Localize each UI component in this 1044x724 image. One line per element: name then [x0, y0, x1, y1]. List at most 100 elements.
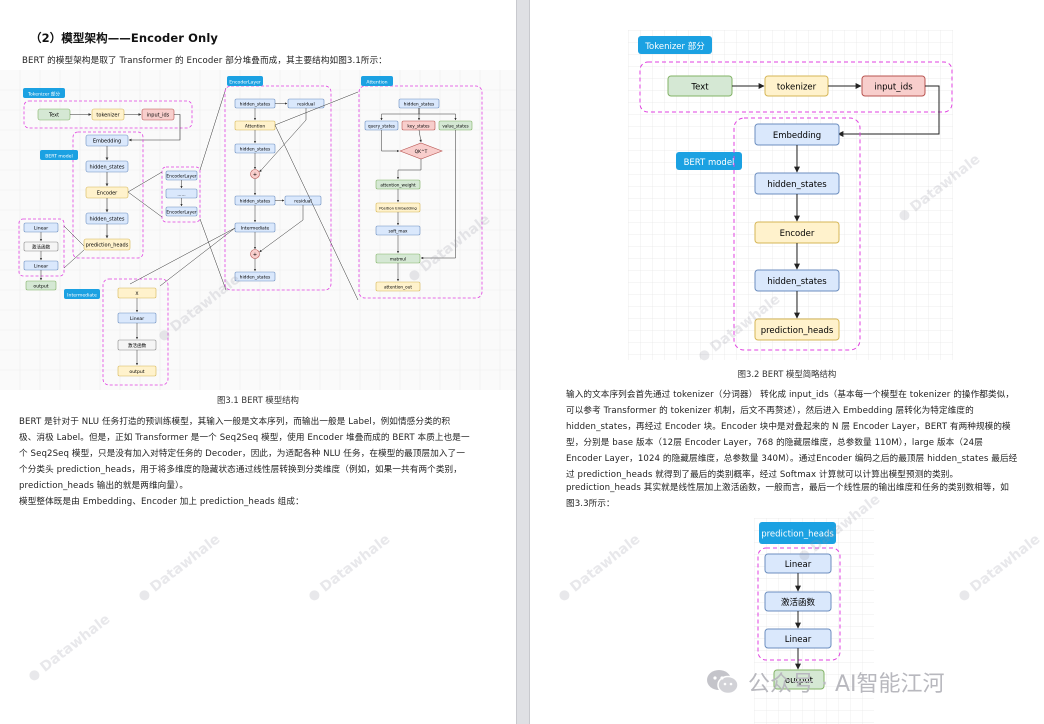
- att-hidden-states-label: hidden_states: [404, 102, 435, 108]
- intro-text: BERT 的模型架构是取了 Transformer 的 Encoder 部分堆叠…: [22, 56, 387, 66]
- para1-line: prediction_heads 输出的就是两维向量）。: [19, 481, 189, 491]
- encoder-layer-title: [227, 76, 263, 86]
- int-output: [117, 365, 157, 377]
- fig33-activation-label: 激活函数: [781, 597, 816, 608]
- int-output-label: output: [129, 369, 144, 375]
- right-paragraph-1: 输入的文本序列会首先通过 tokenizer（分词器） 转化成 input_id…: [566, 387, 1017, 483]
- att-value-states-label: value_states: [442, 124, 468, 129]
- wechat-icon: [706, 668, 740, 696]
- fig33-title: [759, 522, 836, 544]
- para-line: 输入的文本序列会首先通过 tokenizer（分词器） 转化成 input_id…: [566, 390, 1015, 400]
- intermediate-title-text: Intermediate: [67, 293, 97, 299]
- encoder-layer-1-label: EncoderLayer: [166, 174, 196, 180]
- attention-title: [361, 76, 393, 86]
- fig32-embedding-label: Embedding: [773, 131, 821, 141]
- el-attention-label: Attention: [245, 124, 265, 130]
- fig32-bert-title: [676, 152, 742, 170]
- fig32-tokenizer-title-text: Tokenizer 部分: [644, 41, 705, 52]
- fig32-hidden-states-2-label: hidden_states: [767, 277, 827, 287]
- tok-group-title-text: Tokenizer 部分: [27, 91, 61, 98]
- tok-group-title: [23, 88, 65, 98]
- bert-model-title: [40, 150, 78, 160]
- fig33-linear-1-label: Linear: [785, 560, 812, 570]
- prediction-heads-node-label: prediction_heads: [86, 243, 129, 249]
- figure-3-1-caption: 图3.1 BERT 模型结构: [217, 395, 299, 405]
- hidden-states-node-2-label: hidden_states: [90, 217, 125, 223]
- encoder-layer-2-label: EncoderLayer: [166, 210, 196, 216]
- att-attention-out: [375, 281, 421, 292]
- el-hidden-states-out: [234, 271, 276, 282]
- figure-3-2: Tokenizer 部分 Text tokenizer input_ids BE…: [628, 30, 953, 360]
- att-attention-out-label: attention_out: [384, 285, 412, 290]
- ph-output-label: output: [33, 284, 48, 290]
- int-x-label: X: [135, 291, 138, 297]
- att-soft-max-label: soft_max: [388, 229, 408, 234]
- ph-linear-1-label: Linear: [34, 226, 48, 232]
- el-add-2-label: +: [253, 252, 257, 258]
- el-hidden-states-2-label: hidden_states: [240, 147, 271, 153]
- footer-brand: 公众号 · AI智能江河: [706, 666, 945, 698]
- right-paragraph-2: prediction_heads 其实就是线性层加上激活函数，一般而言，最后一个…: [566, 480, 1009, 512]
- section-heading: （2）模型架构——Encoder Only: [30, 31, 218, 45]
- el-add-1-label: +: [253, 172, 257, 178]
- para1-line: 个分类头 prediction_heads，用于将多维度的隐藏状态通过线性层转换…: [19, 465, 462, 475]
- el-hidden-states-in-label: hidden_states: [240, 102, 271, 108]
- int-activation-label: 激活函数: [128, 342, 147, 349]
- fig32-encoder-label: Encoder: [780, 229, 815, 239]
- intermediate-title: [64, 289, 100, 299]
- fig32-text-label: Text: [690, 83, 709, 93]
- fig33-title-text: prediction_heads: [761, 530, 834, 540]
- para-line: 型，分别是 base 版本（12层 Encoder Layer，768 的隐藏层…: [566, 438, 983, 448]
- para-line: 可以参考 Transformer 的 tokenizer 机制，后文不再赘述），…: [566, 406, 974, 416]
- left-paragraph-1: BERT 是针对于 NLU 任务打造的预训练模型，其输入一般是文本序列，而输出一…: [19, 414, 470, 494]
- att-matmul-label: matmul: [390, 257, 406, 262]
- prediction-heads-node: [83, 238, 131, 251]
- fig32-hidden-states-1-label: hidden_states: [767, 180, 827, 190]
- text-node-label: Text: [48, 113, 59, 119]
- att-qkt-diamond: [399, 142, 443, 160]
- el-hidden-states-3-label: hidden_states: [240, 199, 271, 205]
- para-line: Encoder Layer，1024 的隐藏层维度，总参数量 340M）。通过E…: [566, 454, 1018, 464]
- input-ids-node-label: input_ids: [147, 113, 170, 119]
- fig32-input-ids-label: input_ids: [874, 83, 913, 93]
- para-line: 图3.3所示：: [566, 499, 615, 509]
- att-position-embedding-label: Position Embedding: [379, 206, 417, 211]
- encoder-layer-dots-label: ......: [177, 193, 185, 198]
- footer-channel: 公众号 · AI智能江河: [748, 672, 945, 697]
- left-paragraph-2: 模型整体既是由 Embedding、Encoder 加上 prediction_…: [19, 497, 304, 507]
- fig33-linear-2-label: Linear: [785, 635, 812, 645]
- fig33-output-label: output: [785, 676, 814, 686]
- encoder-layer-title-text: EncoderLayer: [229, 80, 261, 86]
- para-line: hidden_states，再经过 Encoder 块。Encoder 块中是对…: [566, 422, 1011, 432]
- el-hidden-states-out-label: hidden_states: [240, 275, 271, 281]
- ph-activation-label: 激活函数: [32, 244, 51, 251]
- right-page: Tokenizer 部分 Text tokenizer input_ids BE…: [530, 0, 1044, 724]
- fig32-prediction-heads: [754, 318, 840, 341]
- attention-title-text: Attention: [366, 80, 387, 86]
- watermark: Datawhale: [306, 531, 393, 604]
- para1-line: 极、消极 Label。但是，正如 Transformer 是一个 Seq2Seq…: [19, 433, 470, 443]
- el-intermediate-label: Intermediate: [241, 226, 270, 232]
- fig32-bert-title-text: BERT model: [684, 158, 735, 168]
- page-gutter: [516, 0, 530, 724]
- att-key-states-label: key_states: [407, 124, 429, 129]
- fig32-prediction-heads-label: prediction_heads: [761, 326, 834, 336]
- el-residual-2-label: residual: [294, 199, 311, 205]
- watermark: Datawhale: [136, 531, 223, 604]
- el-residual-1-label: residual: [297, 102, 314, 108]
- watermark: Datawhale: [956, 531, 1043, 604]
- embedding-node-label: Embedding: [93, 139, 121, 145]
- ph-linear-2-label: Linear: [34, 264, 48, 270]
- watermark: Datawhale: [556, 531, 643, 604]
- att-key-states: [401, 120, 436, 131]
- encoder-node-label: Encoder: [97, 191, 118, 197]
- int-linear-label: Linear: [130, 316, 144, 322]
- ph-output: [25, 280, 57, 291]
- para1-line: BERT 是针对于 NLU 任务打造的预训练模型，其输入一般是文本序列，而输出一…: [19, 417, 451, 427]
- hidden-states-node-1-label: hidden_states: [90, 165, 125, 171]
- fig33-output: [773, 669, 825, 690]
- bert-model-title-text: BERT model: [45, 154, 72, 160]
- encoder-layer-2: [165, 206, 198, 217]
- att-qkt-label: QK^T: [415, 149, 428, 155]
- fig32-tokenizer-title: [638, 36, 712, 54]
